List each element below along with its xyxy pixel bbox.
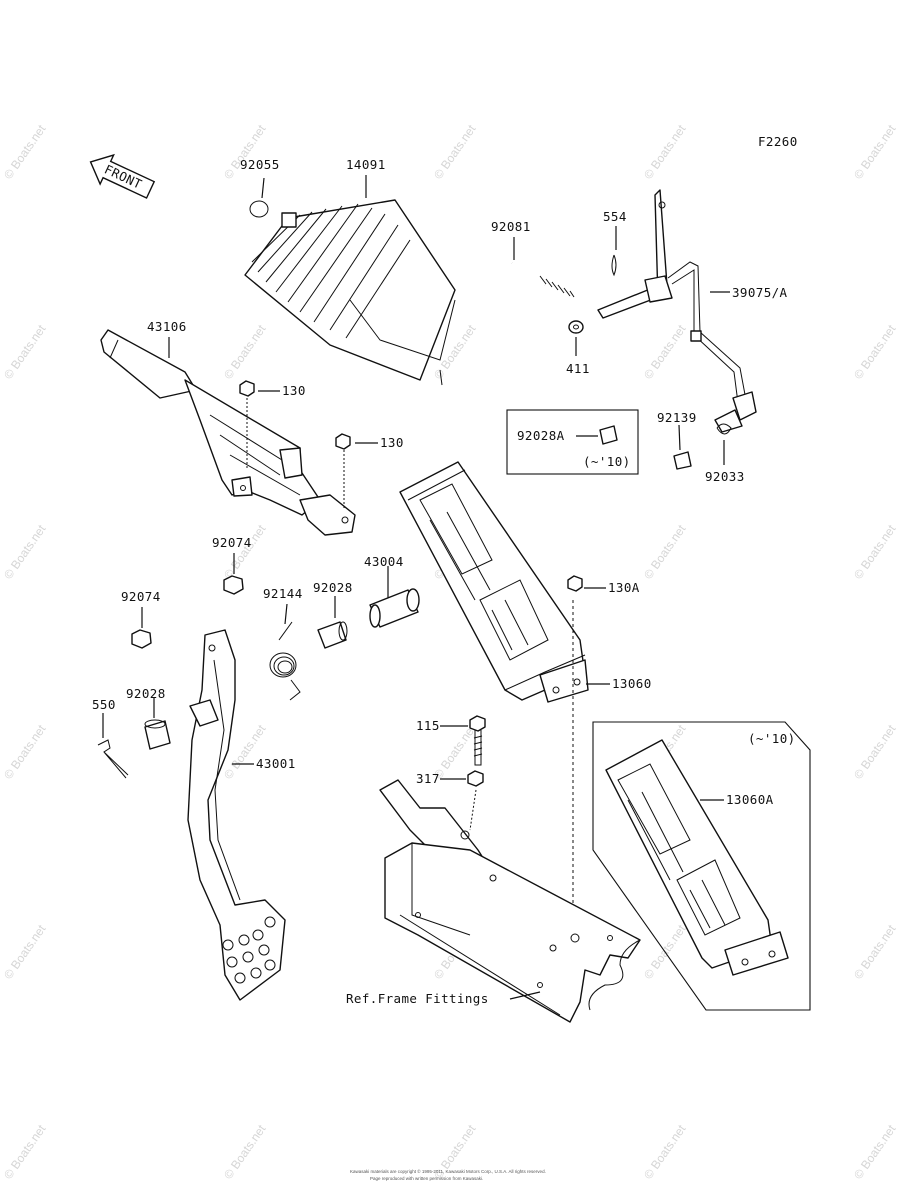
brake-lever-43106 [100,329,356,536]
watermark-text: © Boats.net [851,122,899,182]
label-130A: 130A [608,580,640,595]
nut-317 [467,770,484,787]
box-92028A [506,409,639,475]
watermark-text: © Boats.net [641,122,689,182]
watermark-text: © Boats.net [851,322,899,382]
bolt-130-b [335,433,351,510]
watermark-text: © Boats.net [221,122,269,182]
spring-92144 [269,621,301,701]
watermark-text: © Boats.net [221,1122,269,1182]
label-92074-a: 92074 [212,535,252,550]
watermark-text: © Boats.net [1,122,49,182]
label-92139: 92139 [657,410,697,425]
watermark-text: © Boats.net [1,522,49,582]
lever-39075A [597,189,757,433]
label-411: 411 [566,361,590,376]
label-92081: 92081 [491,219,531,234]
watermark-text: © Boats.net [1,722,49,782]
boot-14091 [244,199,456,386]
label-43001: 43001 [256,756,296,771]
watermark-text: © Boats.net [851,722,899,782]
bushing-92028-b [144,720,171,750]
label-130-a: 130 [282,383,306,398]
frame-fittings [379,779,641,1023]
label-92028-a: 92028 [313,580,353,595]
bolt-115 [469,715,486,766]
copyright-line-2: Page reproduced with written permission … [370,1176,483,1181]
label-92033: 92033 [705,469,745,484]
label-92028A-note: (~'10) [583,454,631,469]
label-ref-frame-fittings: Ref.Frame Fittings [346,991,489,1006]
watermark-text: © Boats.net [641,322,689,382]
pedal-plate-13060 [399,461,589,930]
label-13060: 13060 [612,676,652,691]
clip-554 [611,254,617,277]
label-92074-b: 92074 [121,589,161,604]
pedal-43001 [187,629,286,1001]
cap-92074-b [131,629,152,649]
cap-92074-a [223,575,244,595]
label-92028A: 92028A [517,428,565,443]
label-115: 115 [416,718,440,733]
washer-411 [568,320,584,334]
label-39075A: 39075/A [732,285,788,300]
pedal-plate-13060A [605,739,789,976]
bolt-130-a [239,380,255,470]
pin-43004 [369,588,420,628]
watermark-text: © Boats.net [1,322,49,382]
label-43106: 43106 [147,319,187,334]
watermark-text: © Boats.net [431,122,479,182]
label-317: 317 [416,771,440,786]
watermark-text: © Boats.net [221,322,269,382]
front-arrow-icon: FRONT [89,153,156,199]
label-13060A: 13060A [726,792,774,807]
watermark-text: © Boats.net [1,1122,49,1182]
bushing-92139 [673,451,692,470]
label-43004: 43004 [364,554,404,569]
watermark-layer: © Boats.net © Boats.net © Boats.net © Boats… [1,122,899,1182]
watermark-text: © Boats.net [851,922,899,982]
bushing-92028-a [317,621,347,649]
cotter-pin-550 [97,739,129,779]
label-550: 550 [92,697,116,712]
watermark-text: © Boats.net [851,1122,899,1182]
clip-92033 [716,423,732,435]
diagram-code: F2260 [758,134,798,149]
bushing-92028A [599,425,618,445]
copyright-line-1: Kawasaki materials are copyright © 1995-… [350,1168,546,1174]
watermark-text: © Boats.net [851,522,899,582]
label-13060A-note: (~'10) [748,731,796,746]
label-92055: 92055 [240,157,280,172]
label-14091: 14091 [346,157,386,172]
watermark-text: © Boats.net [1,922,49,982]
watermark-text: © Boats.net [641,1122,689,1182]
watermark-text: © Boats.net [221,522,269,582]
spring-92081 [511,261,575,298]
label-554: 554 [603,209,627,224]
label-130-b: 130 [380,435,404,450]
watermark-text: © Boats.net [641,522,689,582]
label-92028-b: 92028 [126,686,166,701]
o-ring-92055 [249,200,269,218]
bolt-130A [567,575,583,592]
box-13060A [592,721,811,1011]
label-92144: 92144 [263,586,303,601]
